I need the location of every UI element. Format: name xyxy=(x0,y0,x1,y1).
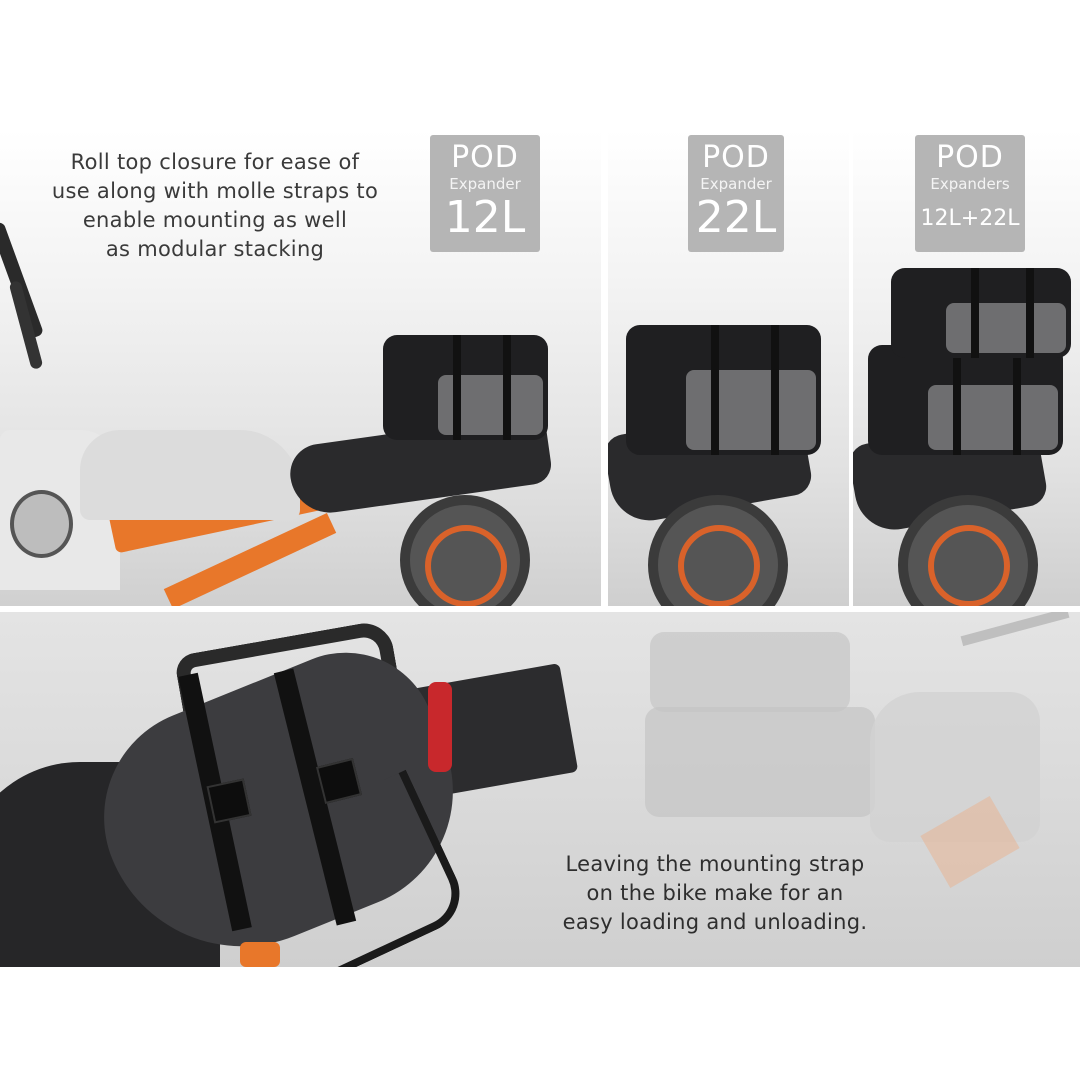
red-reflector-graphic xyxy=(428,682,452,772)
badge-12l: POD Expander 12L xyxy=(430,135,540,252)
caption-line: as modular stacking xyxy=(105,237,325,261)
headlight-graphic xyxy=(10,490,73,558)
caption-line: use along with molle straps to xyxy=(51,179,379,203)
caption-line: on the bike make for an xyxy=(586,881,844,905)
rear-rim-graphic xyxy=(928,525,1010,606)
bag-22l-lower-graphic xyxy=(868,345,1063,455)
bag-12l-graphic xyxy=(383,335,548,440)
rear-rim-graphic xyxy=(678,525,760,606)
faded-bag-upper-graphic xyxy=(650,632,850,712)
tank-graphic xyxy=(80,430,300,520)
buckle-left xyxy=(206,778,252,824)
badge-title: POD xyxy=(936,140,1004,175)
panel-stacked-photo xyxy=(853,130,1080,606)
badge-subtitle: Expanders xyxy=(930,175,1010,193)
faded-bag-lower-graphic xyxy=(645,707,875,817)
bottom-feature-caption: Leaving the mounting strap on the bike m… xyxy=(520,850,910,937)
badge-22l: POD Expander 22L xyxy=(688,135,784,252)
orange-bodywork-graphic xyxy=(240,942,280,967)
badge-size: 12L+22L xyxy=(920,206,1020,231)
badge-size: 22L xyxy=(695,192,777,243)
badge-subtitle: Expander xyxy=(700,175,772,193)
bag-12l-upper-graphic xyxy=(891,268,1071,358)
badge-subtitle: Expander xyxy=(449,175,521,193)
bag-22l-graphic xyxy=(626,325,821,455)
caption-line: Roll top closure for ease of xyxy=(70,150,360,174)
panel-mounting-strap-photo xyxy=(0,612,1080,967)
top-feature-caption: Roll top closure for ease of use along w… xyxy=(30,148,400,264)
caption-line: enable mounting as well xyxy=(82,208,348,232)
badge-title: POD xyxy=(702,140,770,175)
badge-size: 12L xyxy=(444,192,526,243)
badge-12l-22l: POD Expanders 12L+22L xyxy=(915,135,1025,252)
badge-title: POD xyxy=(451,140,519,175)
caption-line: easy loading and unloading. xyxy=(562,910,868,934)
faded-handlebar-graphic xyxy=(960,612,1070,647)
caption-line: Leaving the mounting strap xyxy=(565,852,865,876)
rear-rim-graphic xyxy=(425,525,507,606)
